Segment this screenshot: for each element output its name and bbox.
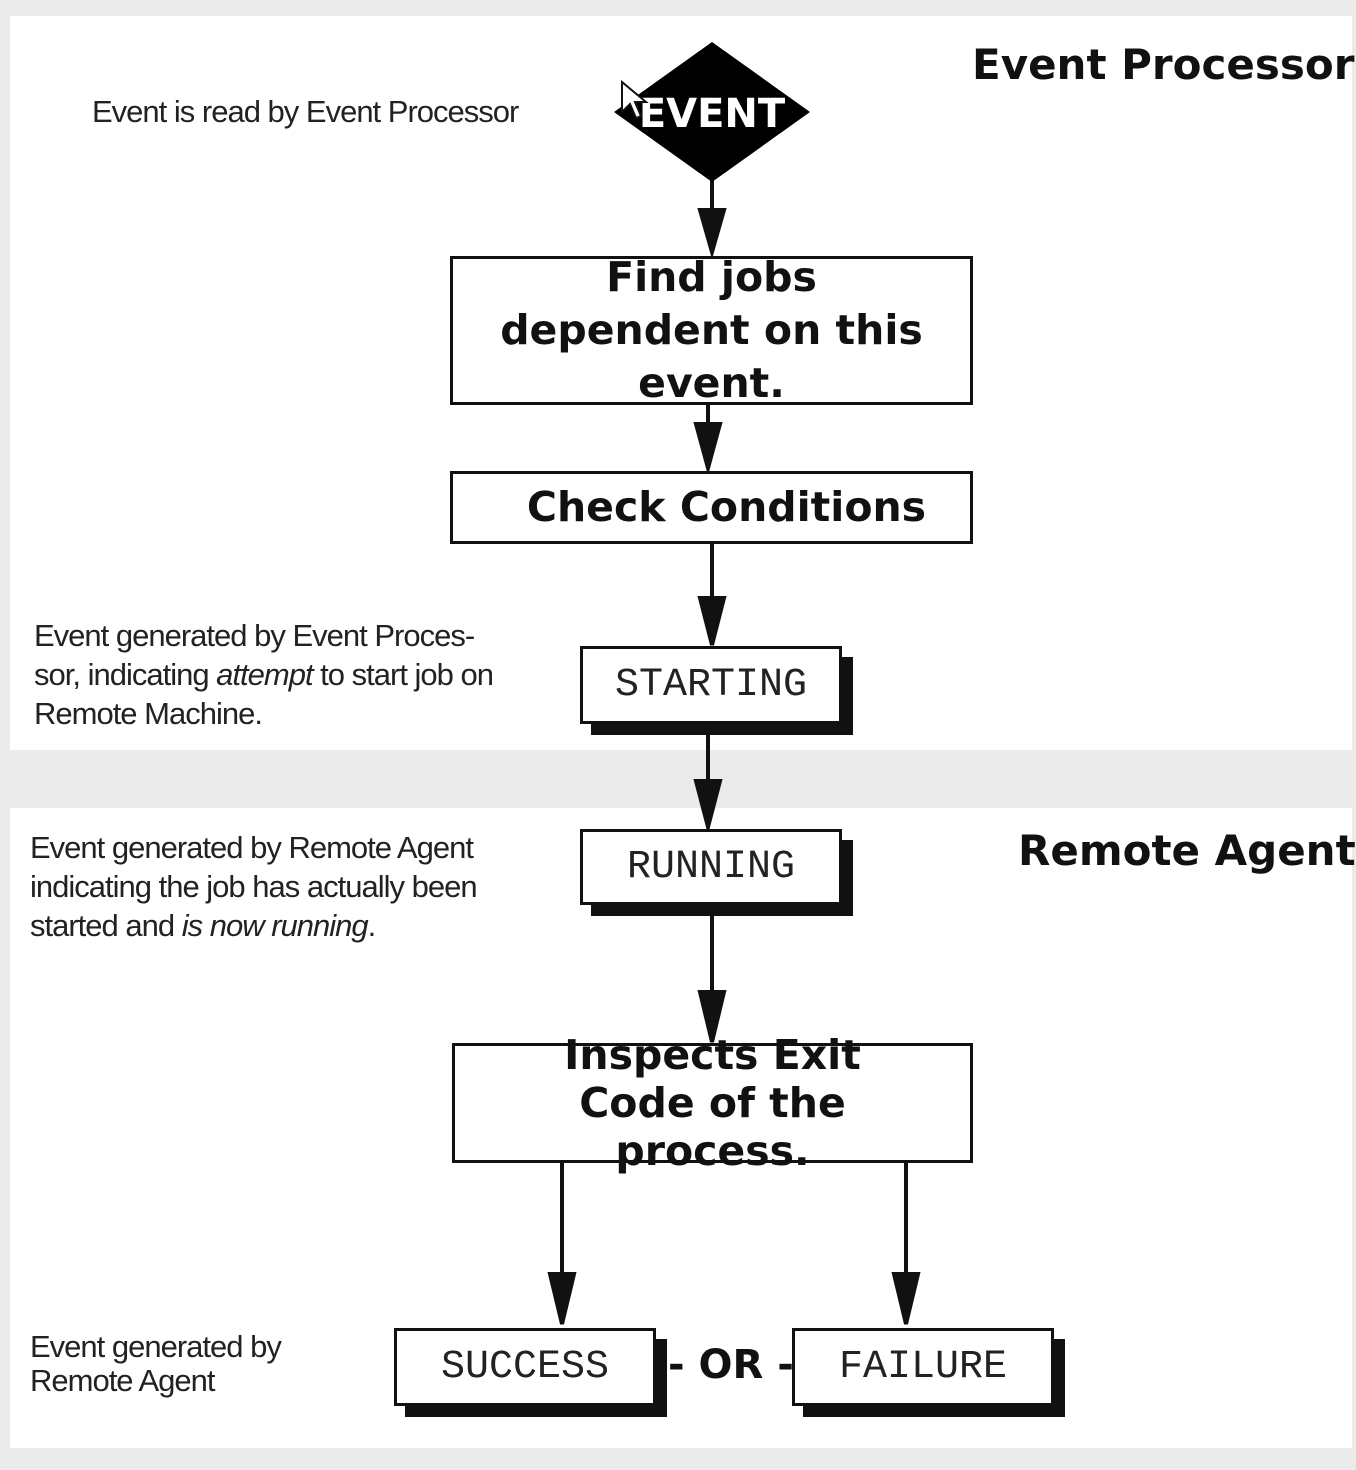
starting-note: Event generated by Event Proces-sor, ind…: [34, 616, 514, 733]
check-conditions-label: Check Conditions: [526, 483, 927, 531]
event-diamond-label: EVENT: [639, 91, 786, 137]
running-note: Event generated by Remote Agent indicati…: [30, 828, 530, 945]
starting-note-tail: to start job on Remote Machine.: [34, 657, 494, 731]
arrowhead-running-to-inspect: [697, 990, 727, 1043]
running-label: RUNNING: [626, 844, 796, 890]
failure-state: FAILURE: [792, 1328, 1054, 1406]
running-state: RUNNING: [580, 829, 842, 905]
outcome-note: Event generated by Remote Agent: [30, 1329, 282, 1398]
starting-note-emphasis: attempt: [216, 657, 313, 692]
failure-label: FAILURE: [838, 1344, 1008, 1390]
arrowhead-event-to-find: [697, 208, 727, 260]
event-processor-title: Event Processor: [972, 40, 1355, 89]
arrowhead-inspect-to-failure: [891, 1272, 921, 1325]
arrowhead-find-to-check: [693, 422, 723, 476]
find-jobs-step: Find jobs dependent on this event.: [450, 253, 973, 407]
remote-agent-title: Remote Agent: [1018, 826, 1356, 875]
starting-note-text: Event generated by Event Proces-sor, ind…: [34, 618, 475, 692]
cursor-icon: [621, 79, 649, 120]
starting-label: STARTING: [614, 662, 808, 708]
inspect-exit-label: Inspects Exit Code of the process.: [564, 1031, 861, 1175]
success-state: SUCCESS: [394, 1328, 656, 1406]
inspect-exit-step: Inspects Exit Code of the process.: [452, 1031, 973, 1175]
find-jobs-label: Find jobs dependent on this event.: [500, 253, 923, 407]
check-conditions-step: Check Conditions: [450, 471, 973, 544]
arrowhead-inspect-to-success: [547, 1272, 577, 1325]
running-note-tail: .: [367, 908, 377, 943]
event-read-note: Event is read by Event Processor: [92, 94, 519, 129]
event-diamond: [614, 42, 810, 182]
or-separator: - OR -: [668, 1342, 794, 1388]
running-note-text: Event generated by Remote Agent indicati…: [30, 830, 478, 943]
starting-state: STARTING: [580, 646, 842, 724]
running-note-emphasis: is now running: [181, 908, 369, 943]
success-label: SUCCESS: [440, 1344, 610, 1390]
arrowhead-check-to-starting: [697, 596, 727, 646]
arrowhead-starting-to-running: [693, 779, 723, 835]
